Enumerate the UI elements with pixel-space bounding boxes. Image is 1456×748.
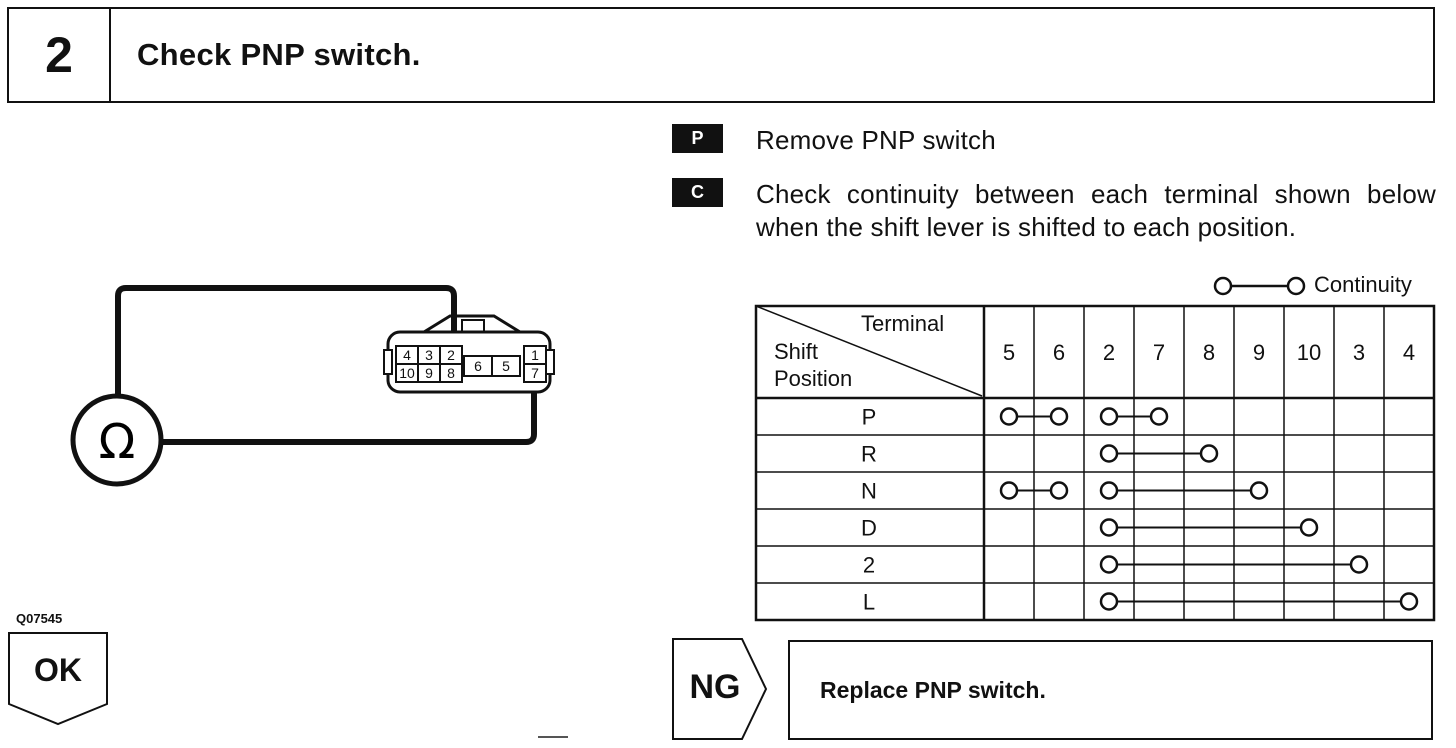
- column-header-terminal-2: 2: [1103, 340, 1115, 365]
- continuity-node: [1049, 481, 1069, 500]
- continuity-node: [1299, 518, 1319, 537]
- terminal-2-label: 2: [447, 347, 455, 363]
- connector-diagram: Ω 4 3 2 6 5 1 10 9 8 7: [0, 110, 640, 630]
- terminal-9-label: 9: [425, 365, 433, 381]
- ng-badge: NG: [672, 638, 772, 740]
- continuity-node: [1049, 407, 1069, 426]
- table-border: [754, 304, 1436, 622]
- terminal-6-label: 6: [474, 358, 482, 374]
- step-header: 2 Check PNP switch.: [7, 7, 1435, 103]
- continuity-symbol-icon: [1213, 276, 1306, 296]
- continuity-node: [1349, 555, 1369, 574]
- wiring-illustration: Ω 4 3 2 6 5 1 10 9 8 7: [70, 285, 555, 487]
- continuity-node: [1099, 592, 1119, 611]
- continuity-node: [1149, 407, 1169, 426]
- continuity-node: [1099, 444, 1119, 463]
- row-header-position-N: N: [861, 479, 877, 504]
- instruction-text: Remove PNP switch: [756, 125, 996, 155]
- column-header-terminal-9: 9: [1253, 340, 1265, 365]
- terminal-7-label: 7: [531, 365, 539, 381]
- ohmmeter-icon: [70, 393, 164, 487]
- row-header-position-R: R: [861, 442, 877, 467]
- continuity-node: [1099, 407, 1119, 426]
- terminal-8-label: 8: [447, 365, 455, 381]
- continuity-node: [1099, 518, 1119, 537]
- header-terminal: Terminal: [861, 311, 944, 336]
- column-header-terminal-8: 8: [1203, 340, 1215, 365]
- continuity-legend: Continuity: [1212, 270, 1442, 300]
- row-header-position-D: D: [861, 516, 877, 541]
- continuity-node: [999, 407, 1019, 426]
- step-number: 2: [9, 9, 111, 101]
- row-header-position-2: 2: [863, 553, 875, 578]
- continuity-node: [1249, 481, 1269, 500]
- column-header-terminal-5: 5: [1003, 340, 1015, 365]
- ng-label: NG: [689, 668, 741, 706]
- terminal-3-label: 3: [425, 347, 433, 363]
- wire-terminal-7: [160, 375, 537, 445]
- header-diagonal: [755, 305, 983, 397]
- page-mark: [538, 736, 568, 738]
- terminal-4-label: 4: [403, 347, 411, 363]
- row-header-position-P: P: [862, 405, 877, 430]
- column-header-terminal-3: 3: [1353, 340, 1365, 365]
- column-header-terminal-10: 10: [1297, 340, 1321, 365]
- header-position: Position: [774, 366, 852, 391]
- column-header-terminal-7: 7: [1153, 340, 1165, 365]
- step-title: Check PNP switch.: [137, 37, 421, 72]
- connector-latch: [423, 314, 521, 334]
- instruction-check: C Check continuity between each terminal…: [672, 178, 1442, 278]
- continuity-node: [1099, 555, 1119, 574]
- column-header-terminal-4: 4: [1403, 340, 1415, 365]
- column-header-terminal-6: 6: [1053, 340, 1065, 365]
- terminal-1-label: 1: [531, 347, 539, 363]
- continuity-node: [1099, 481, 1119, 500]
- terminal-5-label: 5: [502, 358, 510, 374]
- ohm-symbol: Ω: [99, 414, 136, 470]
- header-shift: Shift: [774, 339, 818, 364]
- continuity-node: [999, 481, 1019, 500]
- instruction-text: Check continuity between each terminal s…: [756, 179, 1436, 242]
- figure-code: Q07545: [16, 611, 63, 626]
- check-tag: C: [672, 178, 723, 207]
- continuity-node: [1199, 444, 1219, 463]
- row-header-position-L: L: [863, 590, 875, 615]
- procedure-tag: P: [672, 124, 723, 153]
- wire-terminal-2: [115, 285, 457, 402]
- continuity-node: [1399, 592, 1419, 611]
- ng-action-text: Replace PNP switch.: [820, 676, 1046, 703]
- ok-badge: OK: [8, 632, 110, 726]
- ng-action-box: Replace PNP switch.: [788, 640, 1433, 740]
- ok-label: OK: [34, 652, 82, 688]
- terminal-10-label: 10: [399, 365, 415, 381]
- instruction-remove: P Remove PNP switch: [672, 124, 1442, 164]
- legend-label: Continuity: [1314, 272, 1412, 297]
